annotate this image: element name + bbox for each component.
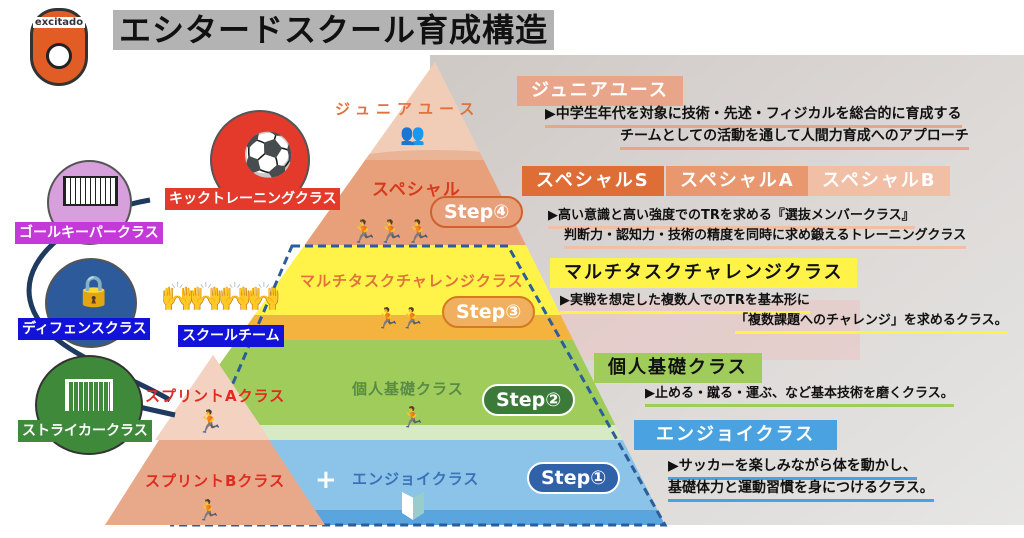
junior-header: ジュニアユース (517, 76, 683, 106)
soccer-ball-icon (46, 43, 72, 69)
sprint-b-label: スプリントBクラス (145, 472, 286, 490)
special-b-header: スペシャルB (808, 166, 951, 196)
multitask-desc-1: ▶実戦を想定した複数人でのTRを基本形に (560, 290, 810, 314)
kojin-label: 個人基礎クラス (352, 380, 464, 398)
multitask-label: マルチタスクチャレンジクラス (300, 272, 524, 290)
special-desc-1: ▶高い意識と高い強度でのTRを求める『選抜メンバークラス』 (548, 205, 915, 229)
beginner-mark-icon (402, 492, 424, 520)
multitask-desc-2: 「複数課題へのチャレンジ」を求めるクラス。 (735, 310, 1008, 334)
kojin-header: 個人基礎クラス (594, 353, 762, 383)
junior-desc-1: ▶中学生年代を対象に技術・先述・フィジカルを総合的に育成する (545, 104, 962, 128)
people-cheering-icon: 🙌🙌🙌🙌 (160, 280, 281, 313)
plus-sign: + (315, 465, 337, 495)
goal-net-icon (63, 176, 118, 206)
junior-desc-2: チームとしての活動を通して人間力育成へのアプローチ (620, 126, 969, 150)
special-desc-2: 判断力・認知力・技術の精度を同時に求め鍛えるトレーニングクラス (564, 225, 967, 249)
kojin-desc-1: ▶止める・蹴る・運ぶ、など基本技術を磨くクラス。 (645, 383, 954, 407)
sprint-a-label: スプリントAクラス (145, 387, 286, 405)
team-icon: 👥 (400, 122, 425, 146)
defense-tag[interactable]: ディフェンスクラス (18, 318, 151, 340)
kick-training-tag[interactable]: キックトレーニングクラス (165, 188, 341, 210)
step3-badge: Step③ (442, 296, 536, 328)
step1-badge: Step① (527, 462, 621, 494)
page-title: エシタードスクール育成構造 (113, 10, 555, 50)
running-players-icon: 🏃🏃🏃 (350, 220, 433, 245)
lock-icon: 🔒 (75, 274, 113, 309)
special-label: スペシャル (372, 180, 461, 200)
step2-badge: Step② (482, 384, 576, 416)
striker-tag[interactable]: ストライカークラス (18, 420, 152, 442)
kicker-icon: ⚽ (242, 130, 295, 179)
crouch-start-icon: 🏃 (196, 498, 221, 522)
sprint-pyramid (105, 355, 325, 525)
goalkeeper-tag[interactable]: ゴールキーパークラス (15, 222, 163, 244)
special-s-header: スペシャルS (522, 166, 664, 196)
junior-label: ジュニアユース (335, 100, 481, 118)
enjoy-header: エンジョイクラス (634, 420, 838, 450)
players-icon: 🏃🏃 (375, 306, 425, 330)
logo-text: excitado (33, 17, 85, 28)
special-a-header: スペシャルA (666, 166, 809, 196)
enjoy-desc-2: 基礎体力と運動習慣を身につけるクラス。 (668, 478, 934, 502)
step4-badge: Step④ (430, 196, 524, 228)
multitask-header: マルチタスクチャレンジクラス (550, 258, 858, 288)
sprinter-icon: 🏃 (196, 410, 224, 435)
dashed-outline (169, 244, 668, 527)
goal-icon (65, 379, 113, 411)
player-icon: 🏃 (400, 405, 425, 429)
enjoy-desc-1: ▶サッカーを楽しみながら体を動かし、 (668, 456, 917, 480)
enjoy-label: エンジョイクラス (352, 470, 480, 488)
school-team-tag[interactable]: スクールチーム (178, 325, 284, 347)
logo: excitado (30, 8, 88, 86)
